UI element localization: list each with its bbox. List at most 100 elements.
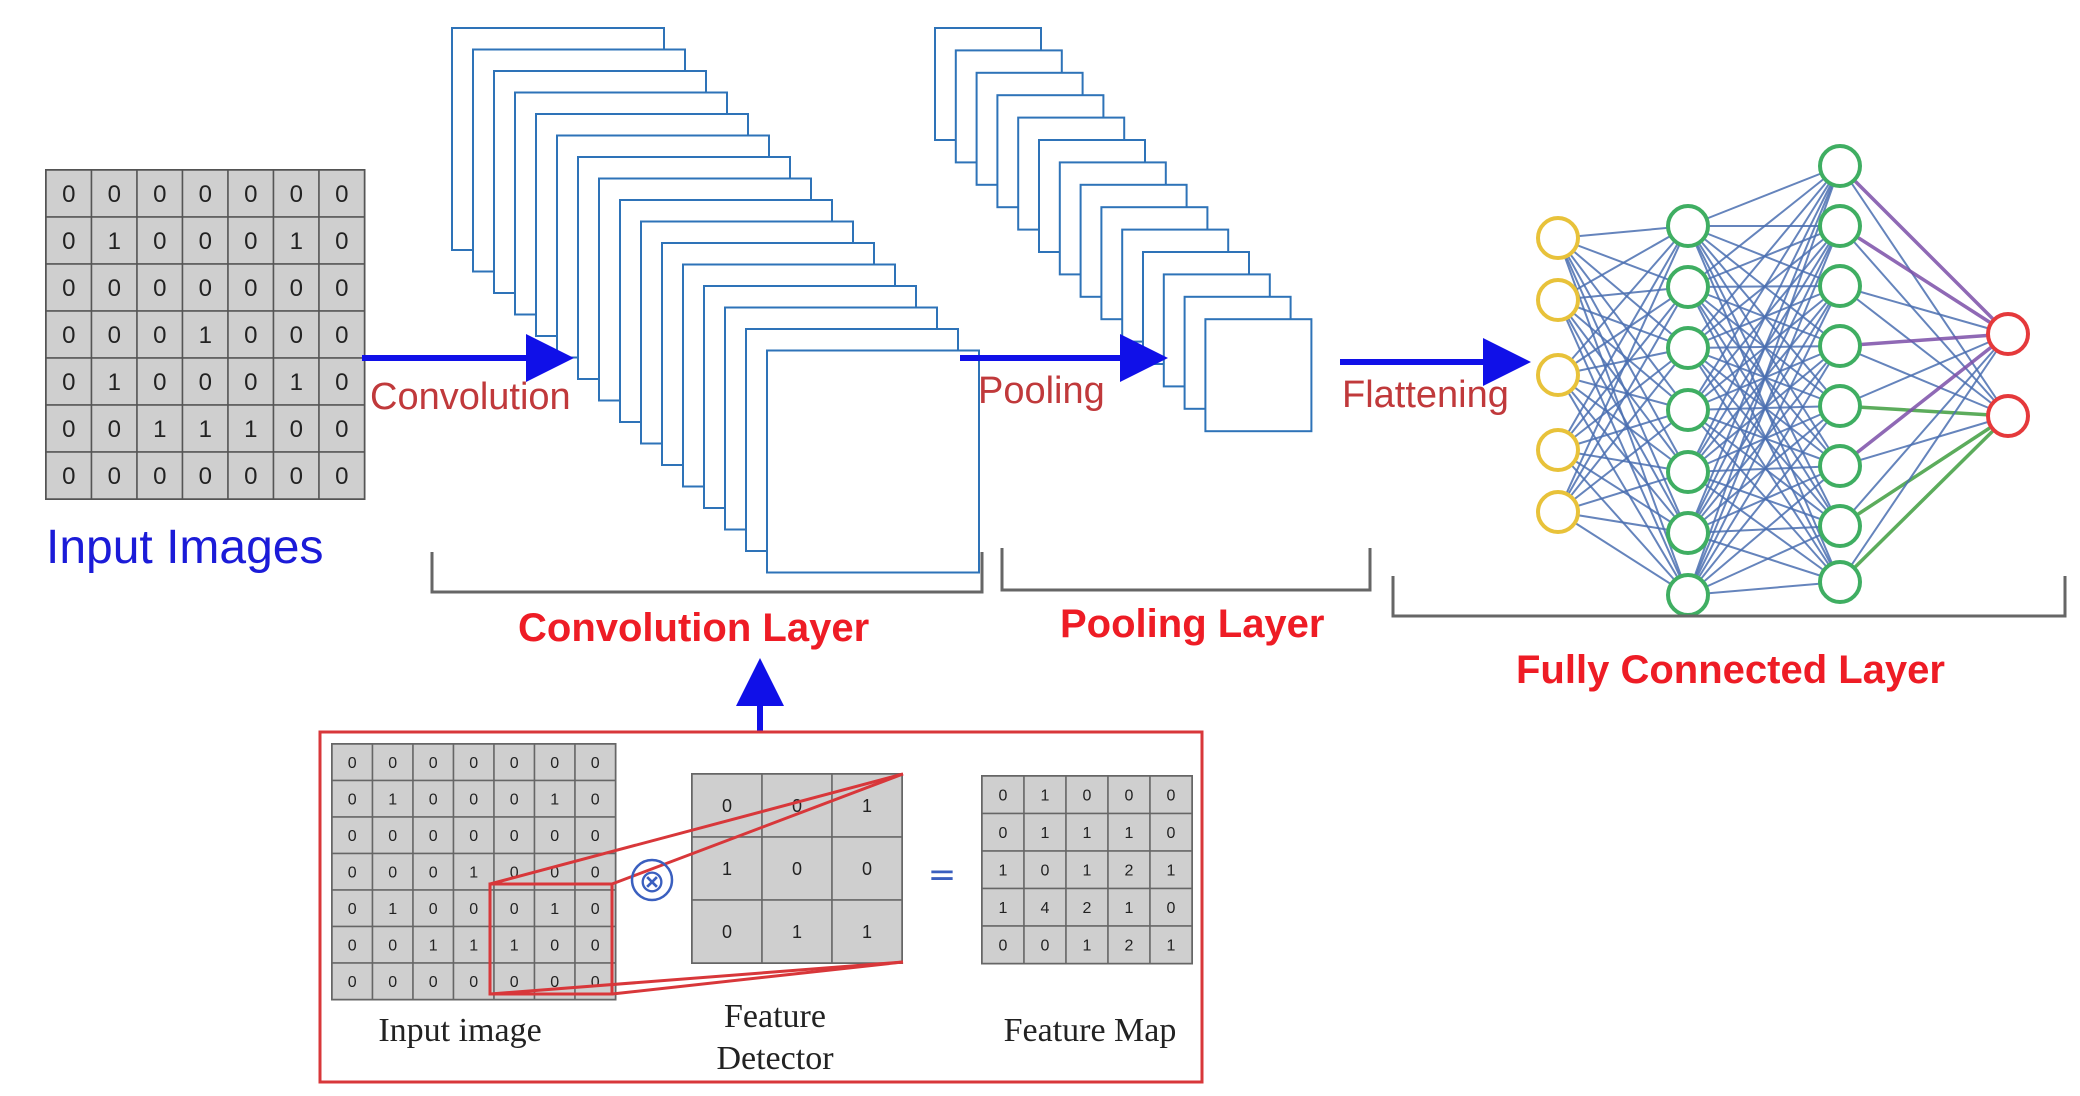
- inset-input-value: 0: [388, 755, 397, 772]
- input-grid-value: 0: [244, 228, 257, 255]
- network-edge: [1687, 405, 1841, 596]
- input-grid-value: 0: [290, 322, 303, 349]
- inset-input-value: 0: [510, 974, 519, 991]
- inset-input-value: 1: [429, 938, 438, 955]
- bracket-pooling: [1000, 548, 1372, 592]
- input-grid-cell: [227, 451, 275, 500]
- inset-feature-detector-label-line1: Feature: [724, 998, 826, 1035]
- feature-map-cell: [981, 850, 1025, 890]
- feature-map-value: 2: [1125, 938, 1134, 955]
- feature-map-value: 1: [1083, 863, 1092, 880]
- inset-input-cell: [493, 743, 536, 782]
- network-edge: [1838, 332, 2010, 468]
- input-grid-value: 0: [62, 322, 75, 349]
- input-grid-value: 0: [62, 463, 75, 490]
- inset-input-cell: [574, 889, 617, 928]
- feature-map-cell: [1065, 775, 1109, 815]
- network-edge: [1687, 532, 1841, 583]
- input-grid-value: 1: [199, 322, 212, 349]
- input-grid-cell: [318, 357, 366, 406]
- network-edge: [1687, 225, 1841, 583]
- input-grid-value: 0: [290, 275, 303, 302]
- input-grid-value: 0: [62, 275, 75, 302]
- inset-input-cell: [533, 889, 576, 928]
- inset-input-value: 0: [469, 901, 478, 918]
- inset-input-value: 0: [469, 828, 478, 845]
- network-node: [1818, 444, 1862, 488]
- network-edge: [1557, 299, 1689, 534]
- inset-input-value: 0: [429, 901, 438, 918]
- inset-input-value: 0: [348, 755, 357, 772]
- input-grid-cell: [136, 216, 184, 265]
- inset-input-value: 1: [388, 901, 397, 918]
- feature-detector-cell: [691, 899, 763, 964]
- input-grid-cell: [318, 451, 366, 500]
- feature-map-value: 1: [1083, 825, 1092, 842]
- feature-map-cell: [1107, 925, 1151, 965]
- network-node: [1536, 428, 1580, 472]
- inset-input-value: 0: [510, 792, 519, 809]
- inset-input-cell: [452, 962, 495, 1001]
- inset-input-cell: [493, 779, 536, 818]
- feature-map-value: 0: [1125, 788, 1134, 805]
- inset-input-value: 0: [388, 828, 397, 845]
- flow-arrows: [362, 334, 1531, 732]
- input-grid-value: 1: [290, 369, 303, 396]
- network-edge: [1687, 165, 1841, 411]
- network-edge: [1687, 165, 1841, 534]
- network-edge: [1838, 414, 2010, 584]
- inset-input-value: 0: [348, 901, 357, 918]
- input-grid-value: 0: [244, 181, 257, 208]
- stage-label-pooling: Pooling: [978, 370, 1105, 412]
- network-edge: [1839, 414, 2009, 528]
- network-edge: [1839, 285, 2009, 417]
- network-edge: [1839, 165, 2009, 417]
- inset-input-cell: [371, 962, 414, 1001]
- input-grid-value: 0: [108, 322, 121, 349]
- network-node: [1818, 144, 1862, 188]
- network-edge: [1687, 345, 1841, 596]
- input-grid-cell: [45, 169, 93, 218]
- bracket-convolution: [430, 552, 984, 594]
- feature-map-value: 0: [1167, 825, 1176, 842]
- feature-map-cell: [1149, 887, 1193, 927]
- network-edge: [1687, 225, 1841, 596]
- feature-map-cell: [1149, 925, 1193, 965]
- input-grid-value: 1: [153, 416, 166, 443]
- feature-map-value: 1: [1125, 900, 1134, 917]
- input-grid-cell: [136, 169, 184, 218]
- feature-map-value: 0: [1041, 863, 1050, 880]
- inset-input-value: 1: [550, 901, 559, 918]
- input-grid-value: 1: [108, 228, 121, 255]
- inset-input-value: 1: [510, 938, 519, 955]
- input-grid-value: 0: [199, 275, 212, 302]
- inset-input-cell: [574, 816, 617, 855]
- inset-feature-map-label: Feature Map: [1003, 1012, 1177, 1049]
- inset-feature-detector-label-line2: Detector: [716, 1040, 834, 1077]
- network-edge: [1687, 409, 1841, 583]
- multiply-symbol: ⊗: [639, 862, 666, 900]
- inset-input-cell: [371, 889, 414, 928]
- input-grid-cell: [136, 451, 184, 500]
- feature-detector-value: 1: [792, 922, 802, 942]
- feature-map-cell: [1065, 925, 1109, 965]
- network-edge: [1687, 285, 1841, 596]
- inset-input-cell: [452, 743, 495, 782]
- input-grid-cell: [90, 263, 138, 312]
- network-edge: [1839, 332, 2009, 348]
- network-node: [1986, 394, 2030, 438]
- network-edge: [1687, 165, 1841, 596]
- input-grid-value: 0: [62, 416, 75, 443]
- input-grid-value: 0: [335, 275, 348, 302]
- inset-input-cell: [533, 743, 576, 782]
- input-grid-cell: [136, 310, 184, 359]
- input-grid-cell: [181, 263, 229, 312]
- bracket-fully-connected: [1391, 576, 2067, 618]
- network-edge: [1839, 333, 2009, 583]
- feature-map-value: 0: [1167, 788, 1176, 805]
- network-edge: [1557, 374, 1689, 473]
- pooling-feature-map: [1204, 318, 1313, 433]
- feature-map-cell: [1149, 812, 1193, 852]
